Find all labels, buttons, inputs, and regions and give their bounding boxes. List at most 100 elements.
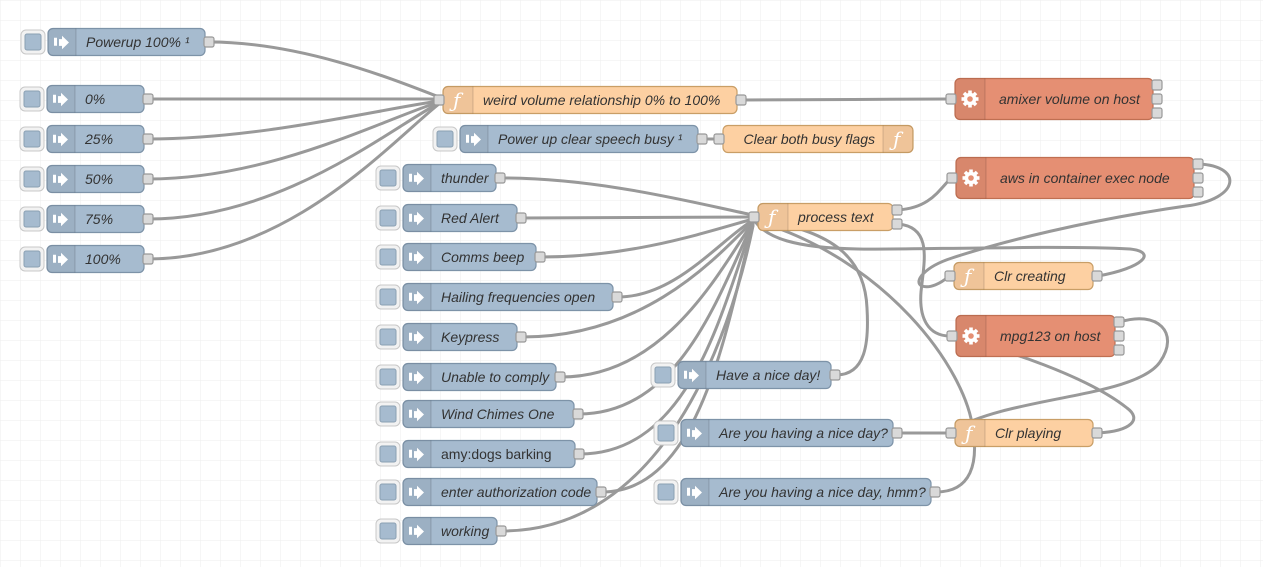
- inject-trigger-button-face[interactable]: [24, 33, 42, 51]
- inject-trigger-button-face[interactable]: [23, 250, 41, 268]
- inject-trigger-button-face[interactable]: [657, 424, 675, 442]
- inject-trigger-button-face[interactable]: [379, 368, 397, 386]
- output-port[interactable]: [142, 253, 154, 265]
- inject-trigger-button-face[interactable]: [379, 288, 397, 306]
- inject-node-enter-authorization-code[interactable]: enter authorization code: [375, 477, 607, 507]
- function-node-clr-creating[interactable]: ƒ Clr creating: [944, 261, 1103, 291]
- inject-node-100pct[interactable]: 100%: [19, 244, 154, 274]
- inject-trigger-button-face[interactable]: [379, 169, 397, 187]
- wire-working-to-process[interactable]: [500, 224, 755, 533]
- output-port[interactable]: [554, 371, 566, 383]
- output-port[interactable]: [142, 133, 154, 145]
- exec-node-mpg123[interactable]: mpg123 on host: [946, 314, 1125, 358]
- inject-trigger-button-face[interactable]: [23, 210, 41, 228]
- output-port-3[interactable]: [1151, 107, 1163, 119]
- inject-trigger-button-face[interactable]: [657, 483, 675, 501]
- inject-node-keypress[interactable]: Keypress: [375, 322, 527, 352]
- output-port[interactable]: [829, 369, 841, 381]
- output-port[interactable]: [494, 172, 506, 184]
- inject-trigger-button-face[interactable]: [379, 328, 397, 346]
- output-port[interactable]: [203, 36, 215, 48]
- inject-trigger-button-face[interactable]: [654, 366, 672, 384]
- inject-trigger-button-face[interactable]: [379, 209, 397, 227]
- wire-windchimes-to-process[interactable]: [577, 221, 755, 416]
- input-port[interactable]: [946, 330, 958, 342]
- function-node-clear-both-busy-flags[interactable]: ƒ Clear both busy flags: [713, 124, 914, 154]
- inject-node-are-you-having-a-nice-day[interactable]: Are you having a nice day?: [653, 418, 903, 448]
- wire-unable-to-process[interactable]: [559, 220, 755, 379]
- output-port[interactable]: [929, 486, 941, 498]
- output-port-2[interactable]: [1192, 172, 1204, 184]
- output-port-2[interactable]: [1151, 93, 1163, 105]
- wire-25pct-to-weird[interactable]: [146, 99, 441, 141]
- inject-node-hailing-frequencies[interactable]: Hailing frequencies open: [375, 282, 623, 312]
- output-port[interactable]: [495, 525, 507, 537]
- output-port-2[interactable]: [1113, 330, 1125, 342]
- inject-trigger-button-face[interactable]: [379, 522, 397, 540]
- inject-trigger-button-face[interactable]: [379, 405, 397, 423]
- output-port-1[interactable]: [1151, 79, 1163, 91]
- wire-aws-to-clrcreating[interactable]: [917, 162, 1232, 289]
- inject-node-red-alert[interactable]: Red Alert: [375, 203, 527, 233]
- exec-node-amixer-volume[interactable]: amixer volume on host: [945, 77, 1163, 121]
- input-port[interactable]: [433, 94, 445, 106]
- wire-75pct-to-weird[interactable]: [146, 101, 441, 221]
- input-port[interactable]: [713, 133, 725, 145]
- output-port-1[interactable]: [891, 204, 903, 216]
- wire-50pct-to-weird[interactable]: [146, 100, 441, 181]
- inject-node-75pct[interactable]: 75%: [19, 204, 154, 234]
- output-port[interactable]: [1091, 427, 1103, 439]
- inject-trigger-button-face[interactable]: [23, 90, 41, 108]
- output-port[interactable]: [142, 173, 154, 185]
- wire-commsbeep-to-process[interactable]: [539, 217, 755, 259]
- output-port[interactable]: [142, 93, 154, 105]
- output-port-3[interactable]: [1192, 186, 1204, 198]
- input-port[interactable]: [946, 172, 958, 184]
- wire-mpg123-to-clrplaying[interactable]: [951, 317, 1170, 432]
- inject-node-0pct[interactable]: 0%: [19, 84, 154, 114]
- inject-node-unable-to-comply[interactable]: Unable to comply: [375, 362, 566, 392]
- output-port[interactable]: [573, 448, 585, 460]
- function-node-process-text[interactable]: ƒ process text: [748, 202, 903, 232]
- inject-trigger-button-face[interactable]: [379, 248, 397, 266]
- inject-node-thunder[interactable]: thunder: [375, 163, 506, 193]
- output-port[interactable]: [696, 133, 708, 145]
- output-port[interactable]: [534, 251, 546, 263]
- inject-node-powerup-100[interactable]: Powerup 100% ¹: [20, 27, 215, 57]
- inject-node-have-a-nice-day[interactable]: Have a nice day!: [650, 360, 841, 390]
- wire-niceday-hmm-to-process[interactable]: [751, 218, 977, 494]
- output-port[interactable]: [891, 427, 903, 439]
- wire-weird-to-amixer[interactable]: [740, 97, 952, 102]
- inject-node-50pct[interactable]: 50%: [19, 164, 154, 194]
- output-port[interactable]: [1091, 270, 1103, 282]
- inject-trigger-button-face[interactable]: [23, 130, 41, 148]
- wire-process-to-aws[interactable]: [896, 177, 952, 212]
- exec-node-aws-in-container[interactable]: aws in container exec node: [946, 156, 1204, 200]
- input-port[interactable]: [944, 270, 956, 282]
- output-port[interactable]: [735, 94, 747, 106]
- input-port[interactable]: [945, 93, 957, 105]
- inject-node-clear-speech-busy[interactable]: Power up clear speech busy ¹: [432, 124, 708, 154]
- output-port[interactable]: [515, 212, 527, 224]
- wire-keypress-to-process[interactable]: [520, 219, 755, 339]
- output-port[interactable]: [515, 331, 527, 343]
- wire-hailing-to-process[interactable]: [616, 218, 755, 299]
- output-port[interactable]: [611, 291, 623, 303]
- inject-node-amy-dogs-barking[interactable]: amy:dogs barking: [375, 439, 585, 469]
- wire-clrcreating-out[interactable]: [752, 218, 1146, 278]
- output-port-2[interactable]: [891, 218, 903, 230]
- input-port[interactable]: [945, 427, 957, 439]
- wire-haveanicedata-to-process[interactable]: [751, 217, 869, 377]
- inject-trigger-button-face[interactable]: [23, 170, 41, 188]
- input-port[interactable]: [748, 211, 760, 223]
- wire-powerup-to-weird[interactable]: [207, 40, 441, 99]
- inject-node-25pct[interactable]: 25%: [19, 124, 154, 154]
- output-port-1[interactable]: [1192, 158, 1204, 170]
- inject-trigger-button-face[interactable]: [379, 483, 397, 501]
- inject-node-working[interactable]: working: [375, 516, 507, 546]
- output-port[interactable]: [142, 213, 154, 225]
- inject-node-are-you-having-a-nice-day-hmm[interactable]: Are you having a nice day, hmm?: [653, 477, 941, 507]
- output-port[interactable]: [572, 408, 584, 420]
- inject-trigger-button-face[interactable]: [379, 445, 397, 463]
